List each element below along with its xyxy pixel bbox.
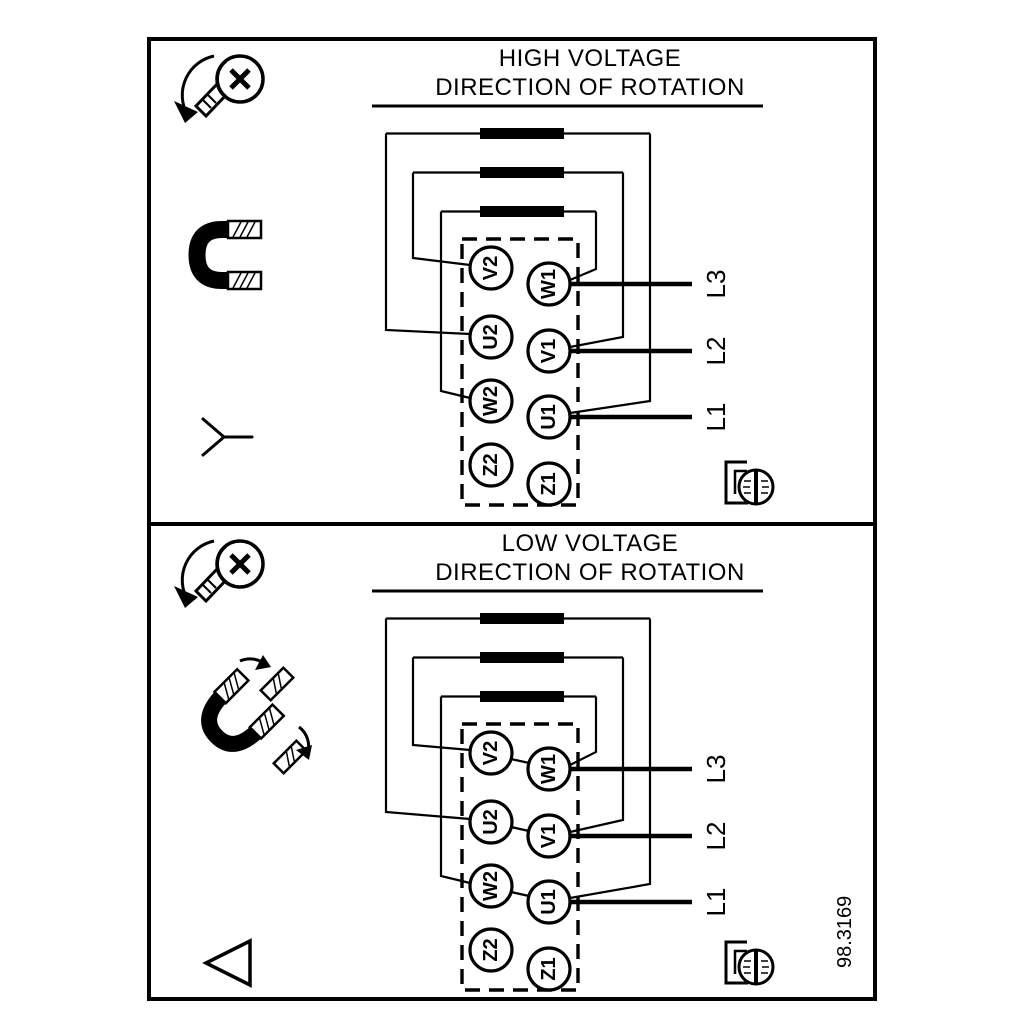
terminal-box: V2 U2 W2 Z2 W1 V1 U1 Z1 — [460, 237, 580, 507]
diagram-border — [147, 37, 877, 1001]
terminal-label-u1: U1 — [538, 404, 560, 430]
jumper-bars — [480, 128, 564, 217]
jumper-bar — [480, 691, 564, 702]
terminal-label-z1: Z1 — [538, 472, 560, 495]
terminal-z2 — [468, 927, 514, 973]
panel-high-voltage: HIGH VOLTAGE DIRECTION OF ROTATION L3 L2 — [174, 45, 775, 507]
terminal-u2 — [468, 314, 514, 360]
panel-title: LOW VOLTAGE — [502, 530, 679, 557]
terminal-v1 — [526, 813, 572, 859]
terminal-label-v2: V2 — [480, 741, 502, 765]
line-label-l2: L2 — [701, 337, 731, 366]
terminal-w1 — [526, 261, 572, 307]
jumper-bar — [480, 128, 564, 139]
terminal-label-v1: V1 — [538, 339, 560, 363]
terminal-label-v1: V1 — [538, 824, 560, 848]
delta-symbol-icon — [202, 938, 252, 988]
panel-subtitle: DIRECTION OF ROTATION — [435, 74, 745, 101]
terminal-label-w2: W2 — [480, 871, 502, 901]
panel-title: HIGH VOLTAGE — [499, 45, 681, 72]
line-label-l2: L2 — [701, 822, 731, 851]
jumper-bar — [480, 652, 564, 663]
terminal-u2 — [468, 799, 514, 845]
supply-lines: L3 L2 L1 — [570, 270, 731, 432]
figure-number: 98.3169 — [834, 896, 856, 968]
jumper-bar — [480, 206, 564, 217]
line-label-l1: L1 — [701, 888, 731, 917]
jumper-link-icon — [188, 219, 263, 291]
terminal-w2 — [468, 378, 514, 424]
terminal-box: V2 U2 W2 Z2 W1 V1 U1 Z1 — [460, 722, 580, 992]
supply-lines: L3 L2 L1 — [570, 755, 731, 917]
line-label-l3: L3 — [701, 755, 731, 784]
terminal-z2 — [468, 442, 514, 488]
terminal-label-w1: W1 — [538, 754, 560, 784]
terminal-label-w1: W1 — [538, 269, 560, 299]
terminal-label-z1: Z1 — [538, 957, 560, 980]
line-label-l3: L3 — [701, 270, 731, 299]
terminal-label-z2: Z2 — [480, 938, 502, 961]
jumper-move-icon — [201, 655, 312, 776]
terminal-label-z2: Z2 — [480, 453, 502, 476]
panel-subtitle: DIRECTION OF ROTATION — [435, 559, 745, 586]
jumper-bar — [480, 613, 564, 624]
star-symbol-icon — [201, 417, 254, 457]
terminal-z1 — [526, 461, 572, 507]
terminal-u1 — [526, 879, 572, 925]
jumper-bar — [480, 167, 564, 178]
terminal-label-u2: U2 — [480, 324, 502, 350]
panel-low-voltage: LOW VOLTAGE DIRECTION OF ROTATION — [174, 530, 775, 992]
terminal-box-outline — [460, 722, 580, 992]
terminal-u1 — [526, 394, 572, 440]
terminal-w2 — [468, 863, 514, 909]
terminal-v2 — [468, 245, 514, 291]
terminal-label-u2: U2 — [480, 809, 502, 835]
terminal-w1 — [526, 746, 572, 792]
terminal-label-v2: V2 — [480, 256, 502, 280]
terminal-v1 — [526, 328, 572, 374]
terminal-z1 — [526, 946, 572, 992]
delta-jumper-links — [510, 757, 530, 898]
terminal-label-w2: W2 — [480, 386, 502, 416]
terminal-label-u1: U1 — [538, 889, 560, 915]
line-label-l1: L1 — [701, 403, 731, 432]
jumper-bars — [480, 613, 564, 702]
terminal-v2 — [468, 730, 514, 776]
terminal-box-outline — [460, 237, 580, 507]
